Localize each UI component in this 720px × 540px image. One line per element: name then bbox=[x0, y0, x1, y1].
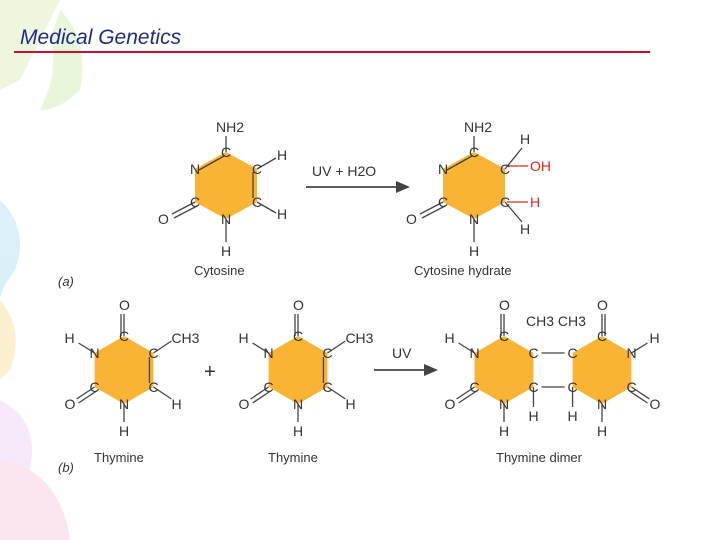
thymine-2-h1: H bbox=[293, 423, 303, 439]
hydrate-n1-label: N bbox=[469, 211, 479, 227]
slide-title: Medical Genetics bbox=[20, 26, 182, 49]
thymine-2-c5: C bbox=[322, 345, 332, 361]
thymine-1-c4: C bbox=[119, 328, 129, 344]
plus-sign: + bbox=[204, 361, 216, 383]
cytosine-c2-label: C bbox=[190, 194, 200, 210]
thymine-2-n1: N bbox=[293, 396, 303, 412]
hydrate-n3-label: N bbox=[438, 161, 448, 177]
thymine-2-c2: C bbox=[264, 379, 274, 395]
cytosine-hydrate-name: Cytosine hydrate bbox=[414, 263, 512, 278]
panel-a-label: (a) bbox=[58, 274, 74, 289]
hydrate-h5-label: H bbox=[520, 131, 530, 147]
dimer-right-h3: H bbox=[649, 330, 659, 346]
cytosine-hydrate-molecule: NH2 C H N C OH C C H H O N H Cytosine hy… bbox=[406, 119, 551, 278]
dimer-right-h1: H bbox=[597, 423, 607, 439]
dimer-right-o-top: O bbox=[597, 297, 608, 313]
dimer-left-o-top: O bbox=[499, 297, 510, 313]
dimer-right-c4: C bbox=[597, 328, 607, 344]
thymine-1-c5: C bbox=[148, 345, 158, 361]
cytosine-h6-label: H bbox=[277, 206, 287, 222]
thymine-1-ring bbox=[94, 336, 154, 404]
figure-svg: NH2 C N C H C C H O N H Cytosine UV + H2… bbox=[58, 119, 661, 475]
dimer-right-c5: C bbox=[568, 345, 578, 361]
hydrate-h1-label: H bbox=[469, 243, 479, 259]
dimer-left-c6: C bbox=[528, 379, 538, 395]
dimer-right-c2: C bbox=[626, 379, 636, 395]
dimer-methyls-label: CH3 CH3 bbox=[526, 313, 586, 329]
thymine-1-h3: H bbox=[65, 330, 75, 346]
cytosine-hydrate-ring bbox=[443, 152, 505, 219]
dimer-left-c2: C bbox=[470, 379, 480, 395]
dimer-right-n3: N bbox=[626, 345, 636, 361]
dimer-right-ring bbox=[572, 336, 632, 404]
thymine-2-ch3: CH3 bbox=[345, 330, 373, 346]
thymine-2-h3: H bbox=[239, 330, 249, 346]
dimer-right-n1: N bbox=[597, 396, 607, 412]
title-rule bbox=[14, 51, 650, 53]
reaction-arrow-b: UV bbox=[374, 345, 438, 376]
thymine-1-h1: H bbox=[119, 423, 129, 439]
cytosine-name: Cytosine bbox=[194, 263, 245, 278]
thymine-1-h6: H bbox=[171, 396, 181, 412]
thymine-1-name: Thymine bbox=[94, 450, 144, 465]
thymine-1-n1: N bbox=[119, 396, 129, 412]
dimer-right-o-bottom: O bbox=[649, 396, 660, 412]
thymine-2-o-top: O bbox=[293, 297, 304, 313]
cytosine-c5-label: C bbox=[252, 161, 262, 177]
cytosine-n3-label: N bbox=[190, 161, 200, 177]
dimer-left-c5: C bbox=[528, 345, 538, 361]
cytosine-h1-label: H bbox=[221, 243, 231, 259]
uv-damage-figure: NH2 C N C H C C H O N H Cytosine UV + H2… bbox=[44, 90, 684, 490]
thymine-1-o-bottom: O bbox=[65, 396, 76, 412]
thymine-2-n3: N bbox=[264, 345, 274, 361]
thymine-dimer-name: Thymine dimer bbox=[496, 450, 583, 465]
hydrate-added-h-label: H bbox=[530, 194, 540, 210]
panel-b-label: (b) bbox=[58, 460, 74, 475]
thymine-1-c2: C bbox=[90, 379, 100, 395]
thymine-2-h6: H bbox=[345, 396, 355, 412]
dimer-left-n1: N bbox=[499, 396, 509, 412]
dimer-left-h6: H bbox=[528, 408, 538, 424]
cytosine-molecule: NH2 C N C H C C H O N H Cytosine bbox=[158, 119, 287, 278]
cytosine-nh2-label: NH2 bbox=[216, 119, 244, 135]
hydrate-c5-label: C bbox=[500, 161, 510, 177]
hydrate-oh-label: OH bbox=[530, 158, 551, 174]
cytosine-c4-label: C bbox=[221, 144, 231, 160]
cytosine-ring bbox=[195, 152, 257, 219]
thymine-1-ch3: CH3 bbox=[171, 330, 199, 346]
cytosine-c6-label: C bbox=[252, 194, 262, 210]
hydrate-c2-label: C bbox=[438, 194, 448, 210]
thymine-2-c6: C bbox=[322, 379, 332, 395]
dimer-left-c4: C bbox=[499, 328, 509, 344]
dimer-left-n3: N bbox=[470, 345, 480, 361]
thymine-2-name: Thymine bbox=[268, 450, 318, 465]
dimer-right-h6: H bbox=[568, 408, 578, 424]
reaction-label-uv: UV bbox=[392, 345, 412, 361]
thymine-1-o-top: O bbox=[119, 297, 130, 313]
hydrate-c6-label: C bbox=[500, 194, 510, 210]
thymine-1-n3: N bbox=[90, 345, 100, 361]
dimer-right-c6: C bbox=[568, 379, 578, 395]
thymine-2-ring bbox=[268, 336, 328, 404]
cytosine-h5-label: H bbox=[277, 147, 287, 163]
cytosine-n1-label: N bbox=[221, 211, 231, 227]
hydrate-o-label: O bbox=[406, 211, 417, 227]
hydrate-h6-label: H bbox=[520, 221, 530, 237]
cytosine-o-label: O bbox=[158, 211, 169, 227]
hydrate-c4-label: C bbox=[469, 144, 479, 160]
thymine-2-o-bottom: O bbox=[239, 396, 250, 412]
dimer-left-h1: H bbox=[499, 423, 509, 439]
dimer-left-ring bbox=[474, 336, 534, 404]
thymine-2-c4: C bbox=[293, 328, 303, 344]
dimer-left-o-bottom: O bbox=[445, 396, 456, 412]
thymine-1-c6: C bbox=[148, 379, 158, 395]
hydrate-nh2-label: NH2 bbox=[464, 119, 492, 135]
reaction-label-uv-h2o: UV + H2O bbox=[312, 163, 376, 179]
dimer-left-h3: H bbox=[445, 330, 455, 346]
reaction-arrow-a: UV + H2O bbox=[306, 163, 410, 193]
